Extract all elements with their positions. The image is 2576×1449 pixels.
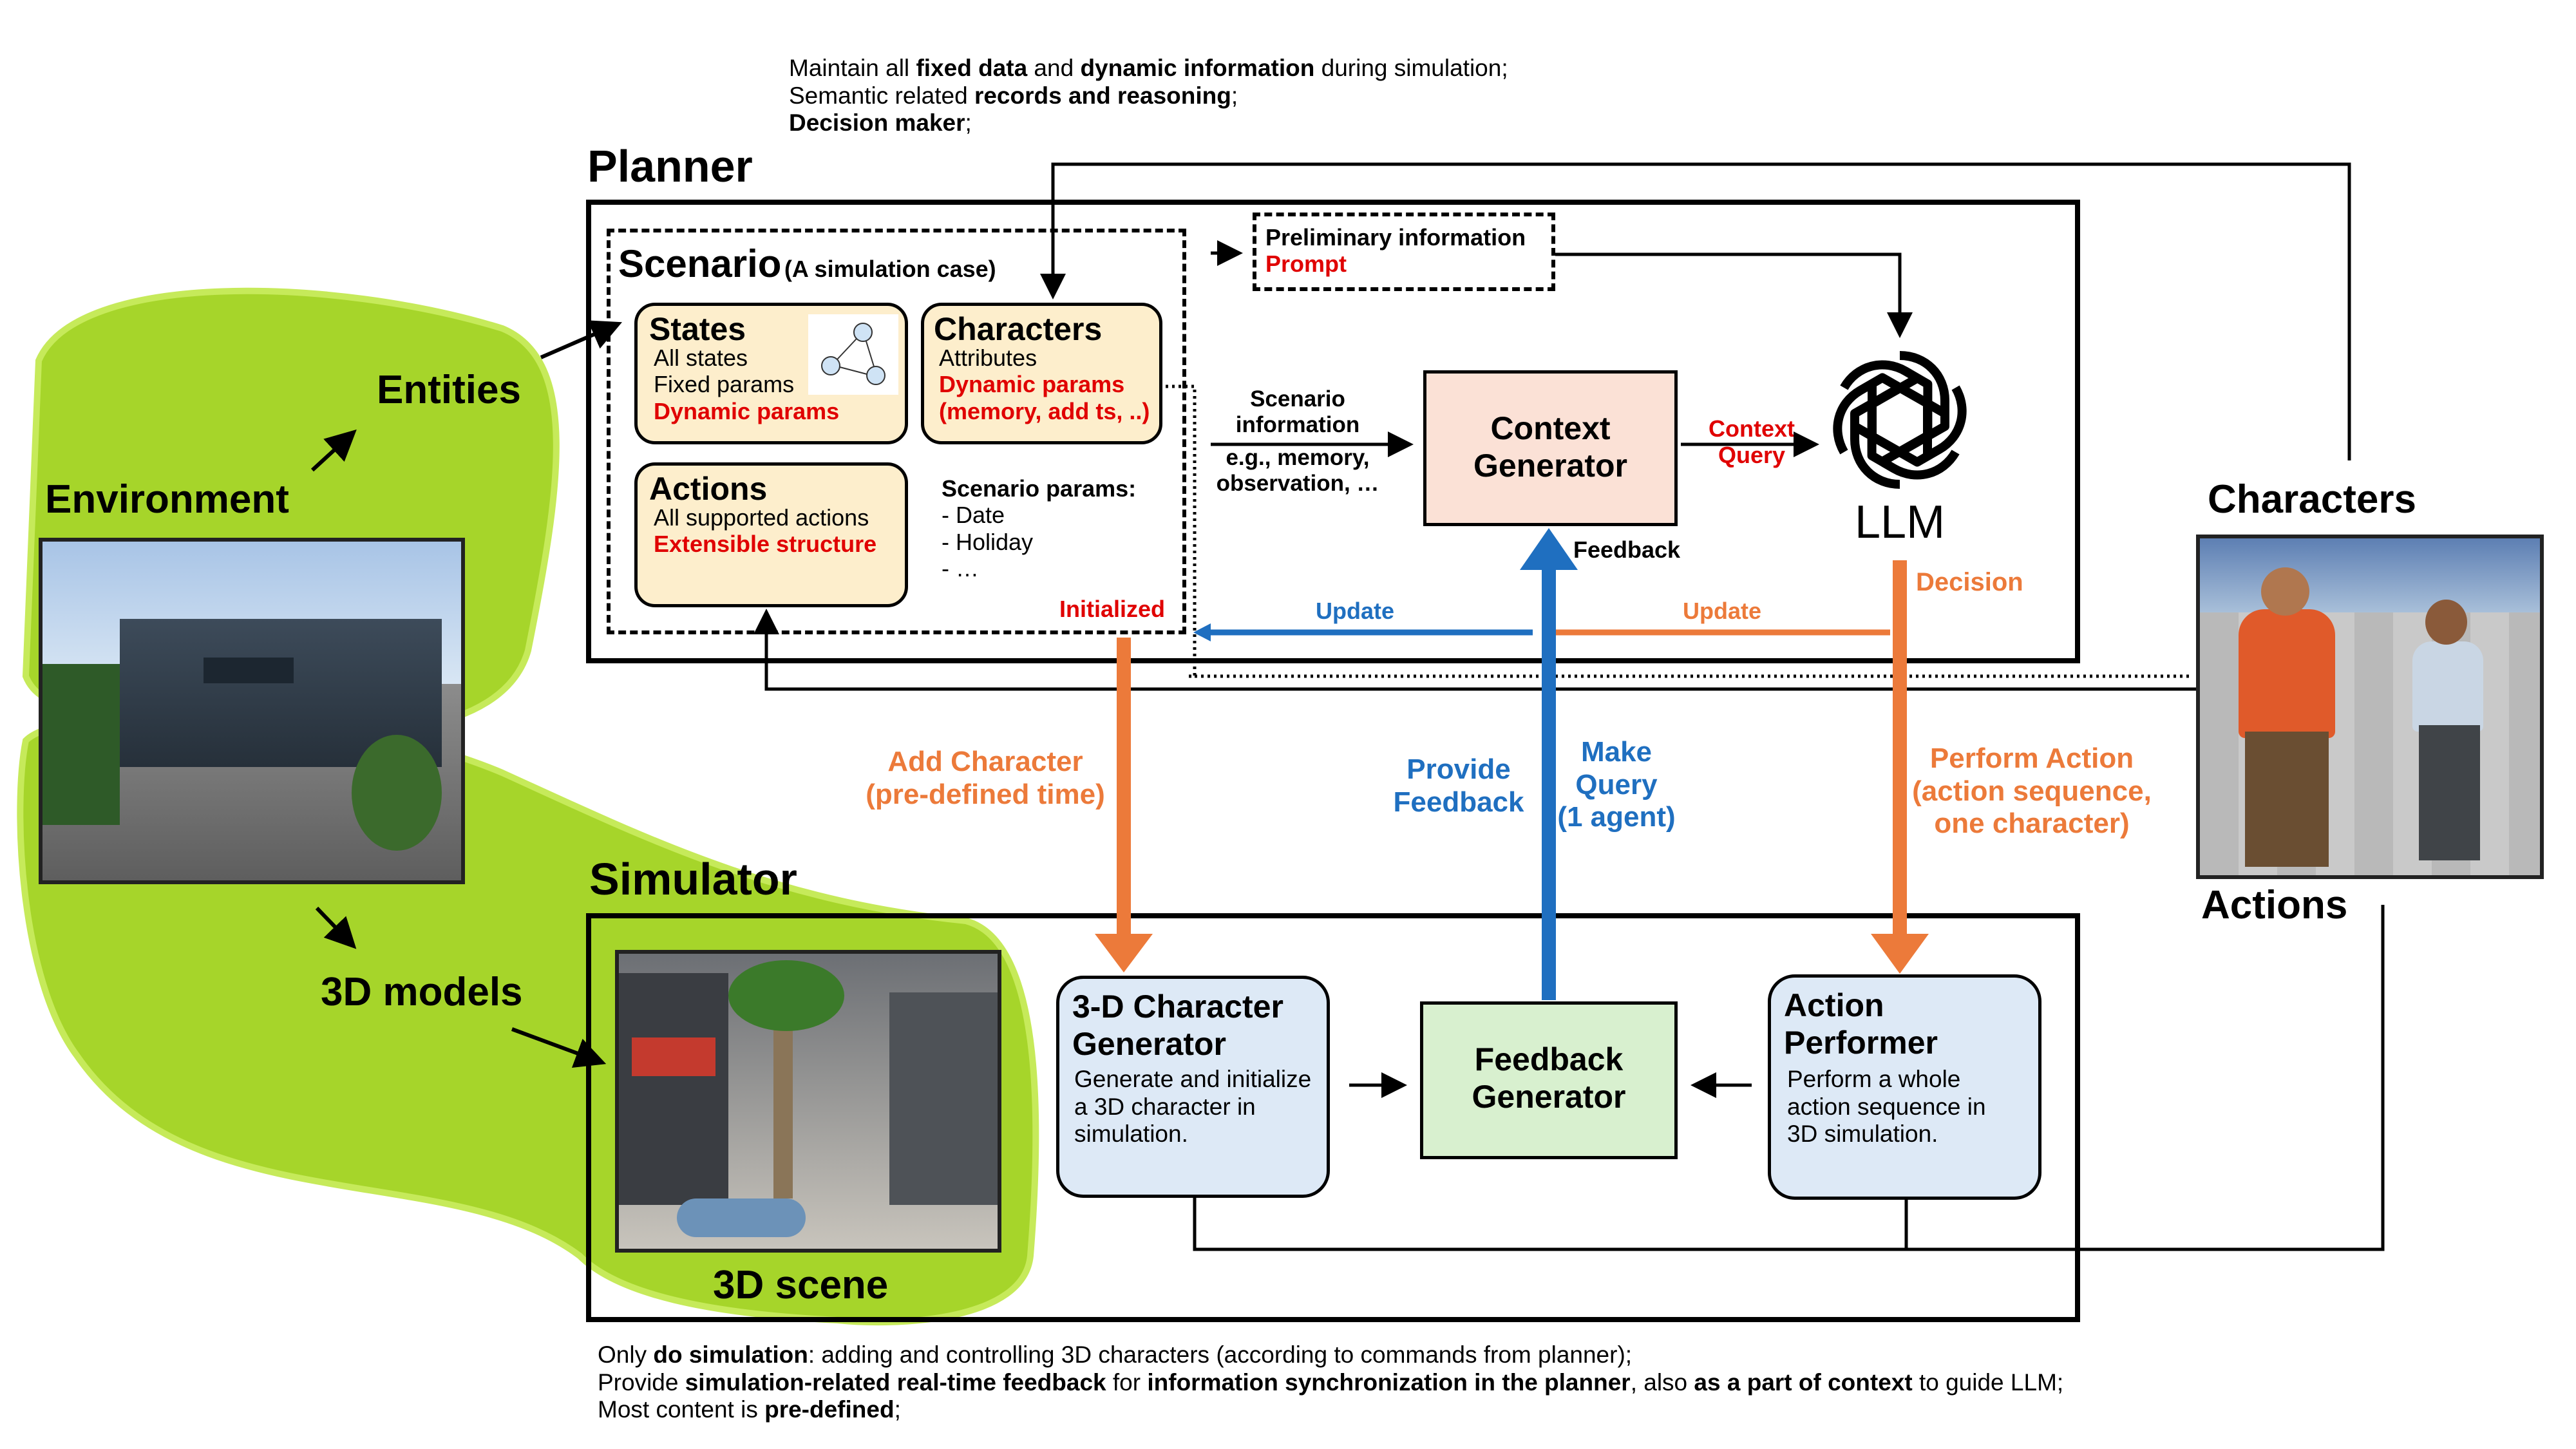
action-performer-title: Action Performer (1784, 987, 1938, 1061)
state-graph-icon (808, 314, 898, 395)
planner-title: Planner (587, 141, 753, 191)
states-lines: All states Fixed params Dynamic params (654, 345, 840, 424)
prelim-text: Preliminary information Prompt (1265, 224, 1526, 278)
entities-label: Entities (377, 368, 521, 412)
decision-label: Decision (1916, 568, 2023, 596)
actions-lines: All supported actions Extensible structu… (654, 504, 877, 558)
characters-box (921, 303, 1162, 444)
planner-box (586, 200, 2080, 663)
3d-scene-image (615, 950, 1001, 1253)
scenario-title: Scenario (A simulation case) (618, 242, 996, 285)
action-performer-desc: Perform a whole action sequence in 3D si… (1787, 1066, 1986, 1148)
environment-image (39, 538, 465, 884)
feedback-label: Feedback (1573, 536, 1681, 563)
char-gen-desc: Generate and initialize a 3D character i… (1074, 1066, 1312, 1148)
3d-scene-label: 3D scene (713, 1263, 889, 1307)
scenario-box (607, 229, 1186, 634)
actions-box (634, 462, 908, 607)
context-generator-label: Context Generator (1473, 410, 1627, 484)
characters-lines: Attributes Dynamic params (memory, add t… (939, 345, 1150, 424)
characters-title: Characters (934, 311, 1103, 347)
actions-title: Actions (649, 471, 768, 507)
top-note: Maintain all fixed data and dynamic info… (789, 55, 1508, 137)
llm-label: LLM (1855, 497, 1946, 548)
add-character-label: Add Character (pre-defined time) (866, 746, 1105, 810)
characters-right-label: Characters (2208, 477, 2416, 522)
perform-action-label: Perform Action (action sequence, one cha… (1912, 743, 2152, 840)
characters-image (2196, 535, 2544, 879)
openai-knot-icon (1833, 351, 1967, 489)
actions-right-label: Actions (2201, 883, 2348, 927)
context-query-label: Context Query (1709, 415, 1795, 469)
simulator-box (586, 913, 2080, 1322)
initialized-label: Initialized (1059, 596, 1166, 622)
provide-feedback-label: Provide Feedback (1393, 753, 1524, 818)
bottom-note: Only do simulation: adding and controlli… (598, 1341, 2064, 1423)
3d-models-label: 3D models (321, 970, 523, 1014)
make-query-label: Make Query (1 agent) (1557, 736, 1676, 833)
states-title: States (649, 311, 746, 347)
simulator-title: Simulator (589, 854, 797, 904)
update-blue-label: Update (1316, 598, 1395, 624)
prelim-box (1253, 213, 1555, 291)
scenario-params: Scenario params: - Date - Holiday - … (942, 475, 1137, 582)
char-gen-box (1056, 976, 1330, 1198)
environment-label: Environment (45, 477, 289, 522)
update-orange-label: Update (1683, 598, 1762, 624)
scenario-info: Scenario information e.g., memory, obser… (1216, 386, 1379, 496)
feedback-generator-box (1420, 1001, 1678, 1159)
char-gen-title: 3-D Character Generator (1072, 989, 1283, 1062)
action-performer-box (1768, 974, 2041, 1200)
context-generator-box (1423, 370, 1678, 526)
feedback-generator-label: Feedback Generator (1472, 1041, 1626, 1115)
